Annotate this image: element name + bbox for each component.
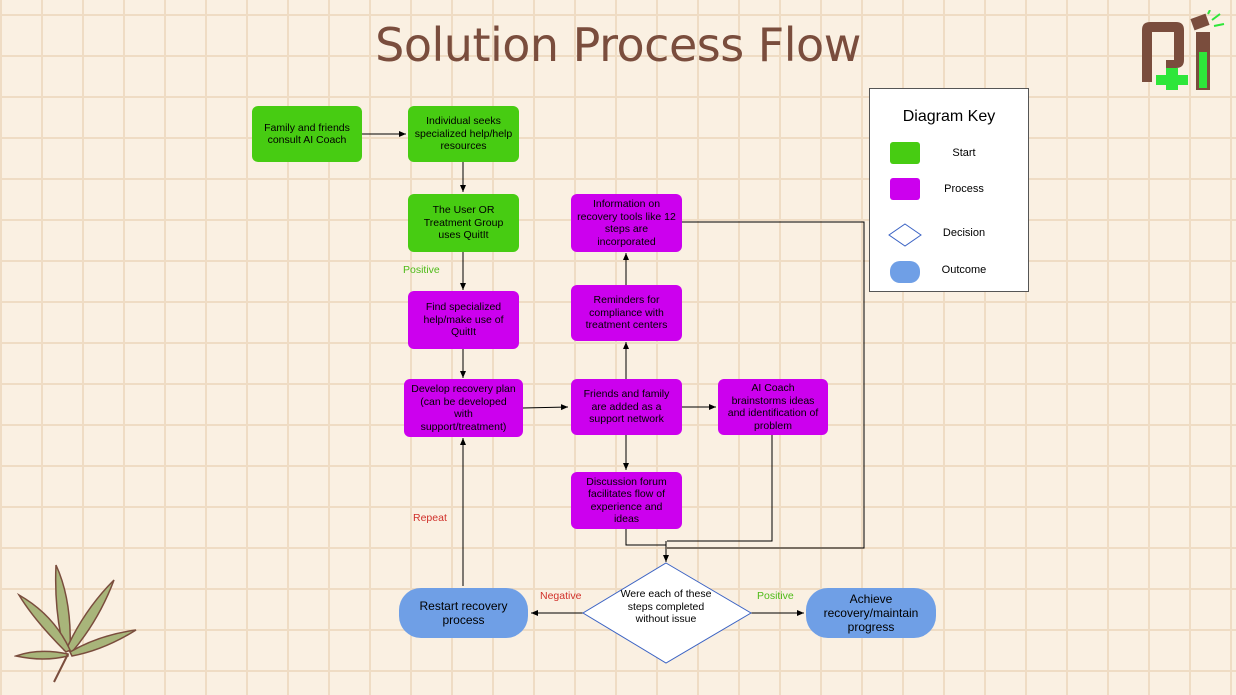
key-process-label: Process	[944, 183, 984, 195]
node-seeks-help: Individual seeks specialized help/help r…	[408, 106, 519, 162]
key-title: Diagram Key	[902, 108, 996, 125]
key-start-swatch	[890, 142, 920, 164]
node-info-tools: Information on recovery tools like 12 st…	[571, 194, 682, 252]
node-support-network: Friends and family are added as a suppor…	[571, 379, 682, 435]
node-reminders: Reminders for compliance with treatment …	[571, 285, 682, 341]
node-family-consult: Family and friends consult AI Coach	[252, 106, 362, 162]
label-positive-right: Positive	[757, 590, 794, 602]
key-outcome-swatch	[890, 261, 920, 283]
decision-diamond	[582, 562, 752, 664]
key-decision-swatch	[888, 223, 922, 247]
node-achieve: Achieve recovery/maintain progress	[806, 588, 936, 638]
quitit-logo-icon	[1142, 10, 1225, 90]
diagram-key: Diagram Key Start Process Decision Outco…	[869, 88, 1029, 292]
page-title: Solution Process Flow	[375, 18, 861, 72]
node-ai-brainstorm: AI Coach brainstorms ideas and identific…	[718, 379, 828, 435]
node-user-uses-quitit: The User OR Treatment Group uses QuitIt	[408, 194, 519, 252]
key-decision-label: Decision	[942, 227, 986, 239]
node-decision-text: Were each of these steps completed witho…	[620, 588, 712, 625]
node-recovery-plan: Develop recovery plan (can be developed …	[404, 379, 523, 437]
label-positive-top: Positive	[403, 264, 440, 276]
node-restart: Restart recovery process	[399, 588, 528, 638]
key-outcome-label: Outcome	[941, 264, 987, 276]
key-start-label: Start	[952, 147, 976, 159]
cannabis-leaf-icon	[14, 564, 137, 683]
node-find-help: Find specialized help/make use of QuitIt	[408, 291, 519, 349]
label-repeat: Repeat	[413, 512, 447, 524]
key-process-swatch	[890, 178, 920, 200]
node-discussion-forum: Discussion forum facilitates flow of exp…	[571, 472, 682, 529]
label-negative: Negative	[540, 590, 582, 602]
